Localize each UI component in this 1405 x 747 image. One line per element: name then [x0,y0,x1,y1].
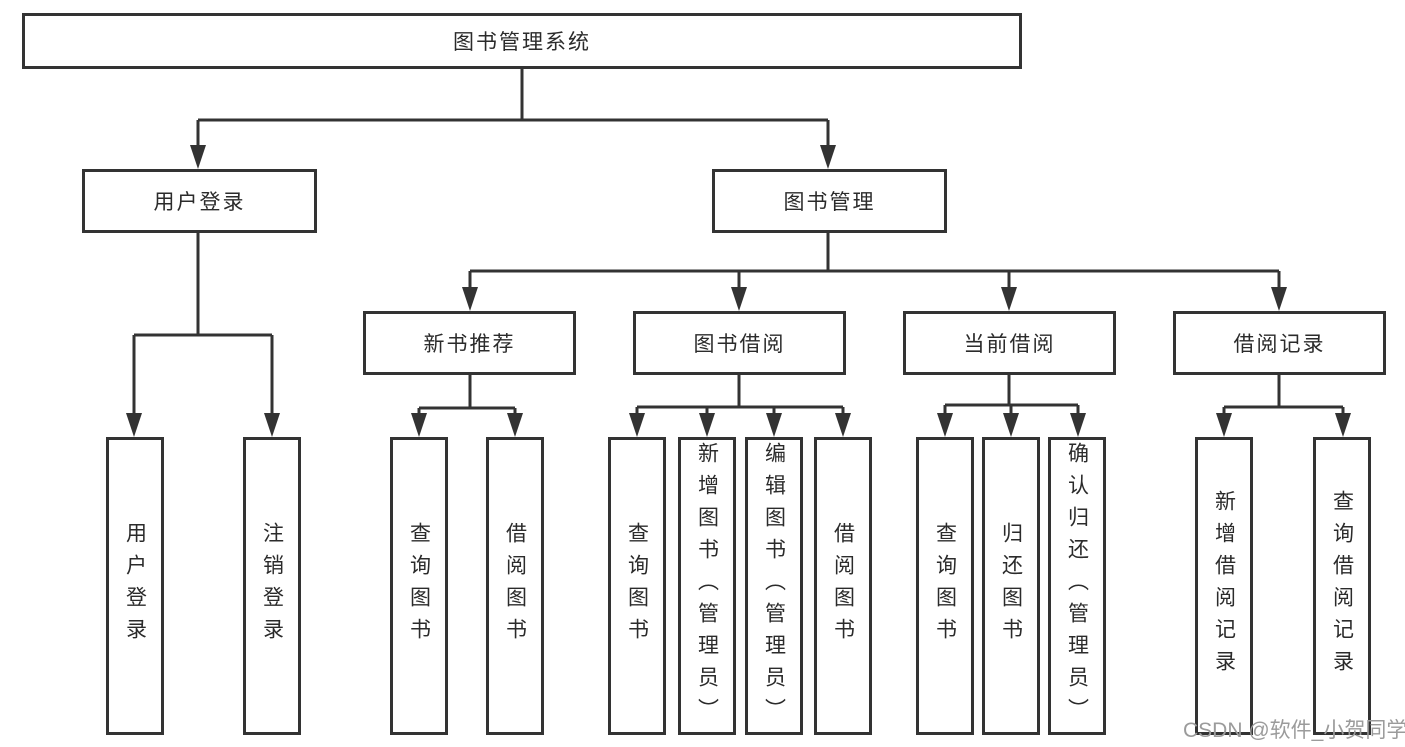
node-new-book-recommend: 新书推荐 [363,311,576,375]
leaf-logout-label: 注销登录 [260,522,284,650]
edge-root-to-level2 [196,69,830,149]
edge-new-book-recommend-to-leaves [417,375,517,417]
leaf-query-borrow-record: 查询借阅记录 [1313,437,1371,735]
arrowhead [1070,413,1086,437]
leaf-borrow-books-recommend-label: 借阅图书 [503,522,527,650]
node-book-borrowing-label: 图书借阅 [693,333,786,356]
leaf-query-books-recommend: 查询图书 [390,437,448,735]
node-root: 图书管理系统 [22,13,1022,69]
leaf-user-login-label: 用户登录 [123,522,147,650]
node-book-management: 图书管理 [712,169,947,233]
arrowhead [190,145,206,169]
node-borrowing-records: 借阅记录 [1173,311,1386,375]
watermark: CSDN @软件_小贺同学 [1183,719,1405,742]
leaf-query-books-current-label: 查询图书 [933,522,957,650]
arrowhead [1335,413,1351,437]
node-book-borrowing: 图书借阅 [633,311,846,375]
node-current-borrowing: 当前借阅 [903,311,1116,375]
node-root-label: 图书管理系统 [453,31,591,54]
leaf-borrow-books-recommend: 借阅图书 [486,437,544,735]
leaf-query-books-current: 查询图书 [916,437,974,735]
arrowhead [835,413,851,437]
arrowhead [507,413,523,437]
leaf-query-books-recommend-label: 查询图书 [407,522,431,650]
arrowhead [937,413,953,437]
leaf-user-login: 用户登录 [106,437,164,735]
arrowhead [699,413,715,437]
arrowhead [264,413,280,437]
arrowhead [411,413,427,437]
edge-borrowing-records-to-leaves [1222,375,1345,417]
leaf-add-books-admin: 新增图书（管理员） [678,437,736,735]
node-borrowing-records-label: 借阅记录 [1233,333,1326,356]
edge-current-borrowing-to-leaves [943,375,1080,417]
leaf-confirm-return-admin-label: 确认归还（管理员） [1065,442,1089,730]
arrowhead [462,287,478,311]
arrowhead [1271,287,1287,311]
leaf-borrow-books-borrowing-label: 借阅图书 [831,522,855,650]
leaf-edit-books-admin: 编辑图书（管理员） [745,437,803,735]
leaf-add-borrow-record-label: 新增借阅记录 [1212,490,1236,682]
leaf-return-books-label: 归还图书 [999,522,1023,650]
leaf-logout: 注销登录 [243,437,301,735]
leaf-query-books-borrowing-label: 查询图书 [625,522,649,650]
node-user-login-label: 用户登录 [153,191,246,214]
leaf-query-borrow-record-label: 查询借阅记录 [1330,490,1354,682]
edge-user-login-to-leaves [132,233,274,417]
arrowhead [766,413,782,437]
arrowhead [731,287,747,311]
node-book-management-label: 图书管理 [783,191,876,214]
leaf-edit-books-admin-label: 编辑图书（管理员） [762,442,786,730]
node-current-borrowing-label: 当前借阅 [963,333,1056,356]
leaf-add-borrow-record: 新增借阅记录 [1195,437,1253,735]
node-user-login: 用户登录 [82,169,317,233]
edge-book-management-to-level3 [468,233,1281,291]
leaf-query-books-borrowing: 查询图书 [608,437,666,735]
arrowhead [1001,287,1017,311]
leaf-borrow-books-borrowing: 借阅图书 [814,437,872,735]
leaf-confirm-return-admin: 确认归还（管理员） [1048,437,1106,735]
leaf-return-books: 归还图书 [982,437,1040,735]
edge-book-borrowing-to-leaves [635,375,845,417]
arrowhead [126,413,142,437]
arrowhead [629,413,645,437]
arrowhead [1216,413,1232,437]
leaf-add-books-admin-label: 新增图书（管理员） [695,442,719,730]
arrowhead [820,145,836,169]
arrowhead [1003,413,1019,437]
node-new-book-recommend-label: 新书推荐 [423,333,516,356]
